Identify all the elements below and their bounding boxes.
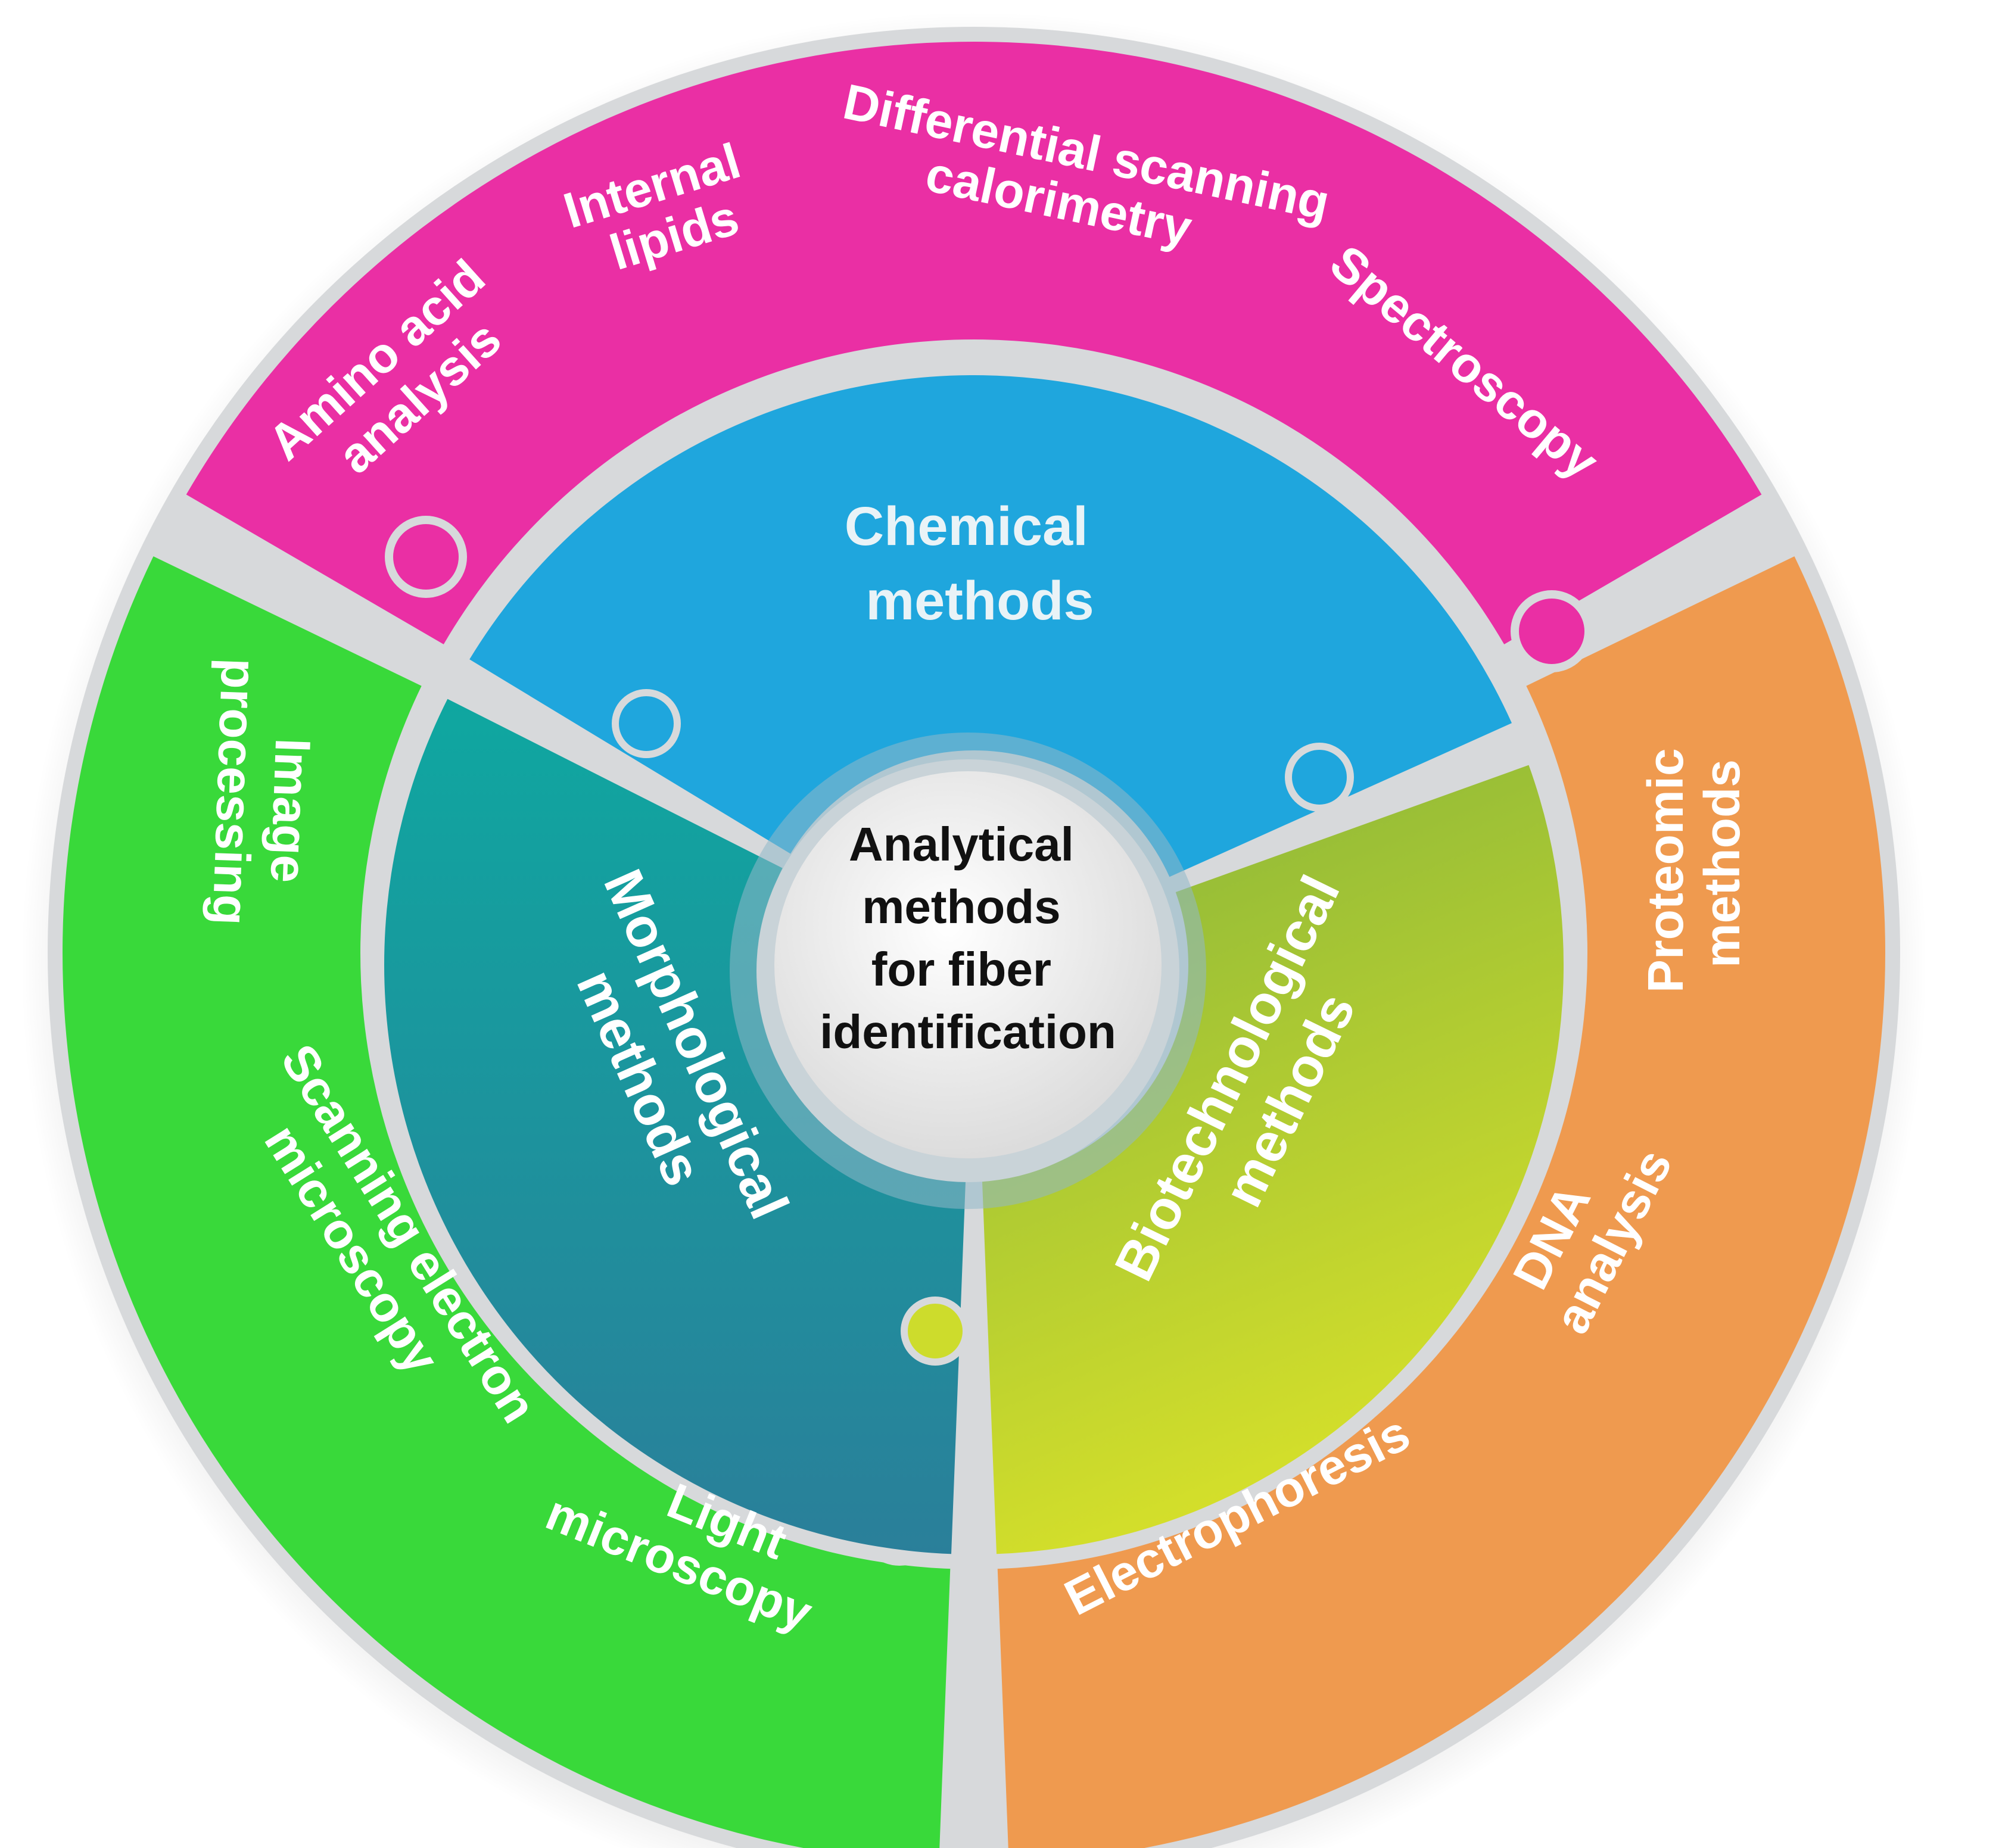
inner-label-line: methods (865, 571, 1094, 631)
outer-label-line: Image (260, 737, 321, 884)
inner-segment-biotechnological (982, 765, 1564, 1554)
center-title-line: for fiber (871, 943, 1051, 996)
outer-label-line: processing (202, 657, 267, 926)
puzzle-knob (385, 516, 467, 598)
inner-segment-morphological (384, 699, 966, 1554)
inner-segment-chemical (469, 375, 1512, 877)
inner-label-chemical: Chemical methods (845, 496, 1104, 631)
center-title: Analytical methods for fiber identificat… (820, 818, 1116, 1058)
outer-label-line: methods (1694, 759, 1750, 968)
outer-label-image-processing: Image processing (202, 657, 324, 928)
outer-label-line: Proteomic (1637, 748, 1693, 993)
puzzle-knob (612, 689, 681, 758)
outer-segment-biotechnological-ring (997, 556, 1885, 1848)
center-disc (774, 771, 1162, 1158)
center-title-line: identification (820, 1005, 1116, 1058)
outer-segment-chemical-ring (186, 41, 1762, 644)
center-title-line: methods (862, 880, 1060, 933)
puzzle-knob (901, 1297, 970, 1366)
outer-label-proteomic-methods: Proteomic methods (1637, 734, 1750, 993)
inner-label-line: Chemical (845, 496, 1088, 557)
puzzle-knob (1511, 590, 1593, 672)
outer-segment-morphological-ring (63, 556, 951, 1848)
puzzle-knob (1285, 743, 1354, 812)
center-title-line: Analytical (849, 818, 1074, 871)
